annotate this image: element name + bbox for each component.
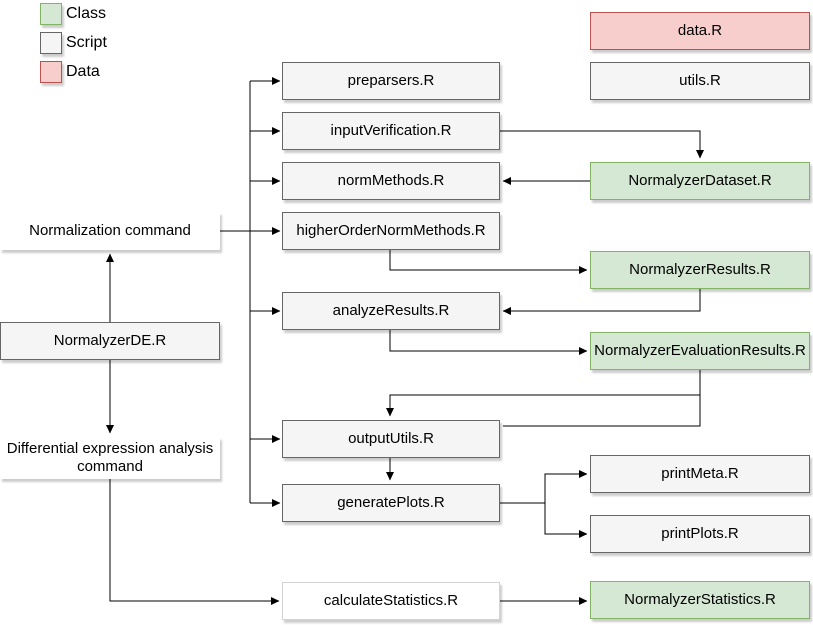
node-normalization-command: Normalization command xyxy=(0,212,220,250)
edge-higherorder-to-normalyzerresults xyxy=(389,250,588,275)
node-printmeta-r: printMeta.R xyxy=(590,455,810,493)
legend-data-swatch xyxy=(40,61,62,83)
legend-class-swatch xyxy=(40,3,62,25)
legend-script-label: Script xyxy=(66,34,107,51)
edge-generateplots-to-printplots xyxy=(544,503,588,539)
node-inputverification-r: inputVerification.R xyxy=(282,112,500,150)
node-generateplots-r: generatePlots.R xyxy=(282,484,500,522)
legend-script-swatch xyxy=(40,32,62,54)
node-diff-expression-command: Differential expression analysis command xyxy=(0,437,220,479)
edge-normalyzerresults-to-analyzeresults xyxy=(502,289,701,316)
node-data-r: data.R xyxy=(590,12,810,50)
edge-diffcommand-to-calculatestatistics xyxy=(109,479,280,606)
legend-class-label: Class xyxy=(66,5,107,22)
node-normalyzerde-r: NormalyzerDE.R xyxy=(0,322,220,360)
edge-oututils-right-to-evaluationresults xyxy=(503,395,701,427)
node-analyzeresults-r: analyzeResults.R xyxy=(282,292,500,330)
node-preparsers-r: preparsers.R xyxy=(282,62,500,100)
node-normalyzerdataset-r: NormalyzerDataset.R xyxy=(590,162,810,200)
node-printplots-r: printPlots.R xyxy=(590,515,810,553)
node-normalyzerresults-r: NormalyzerResults.R xyxy=(590,251,810,289)
node-oututils-r: outputUtils.R xyxy=(282,420,500,458)
node-normalyzerstatistics-r: NormalyzerStatistics.R xyxy=(590,581,810,619)
node-utils-r: utils.R xyxy=(590,62,810,100)
node-calculatestatistics-r: calculateStatistics.R xyxy=(282,582,500,620)
edge-analyzeresults-to-evaluationresults xyxy=(389,330,588,356)
edge-evaluationresults-to-oututils-top xyxy=(385,370,701,417)
node-normalyzerevaluationresults-r: NormalyzerEvaluationResults.R xyxy=(590,332,810,370)
edge-generateplots-to-printmeta xyxy=(544,469,588,503)
node-higherordernormmethods-r: higherOrderNormMethods.R xyxy=(282,212,500,250)
node-normmethods-r: normMethods.R xyxy=(282,162,500,200)
legend-data-label: Data xyxy=(66,63,100,80)
edge-inputverification-to-normalyzerdataset xyxy=(500,130,705,159)
